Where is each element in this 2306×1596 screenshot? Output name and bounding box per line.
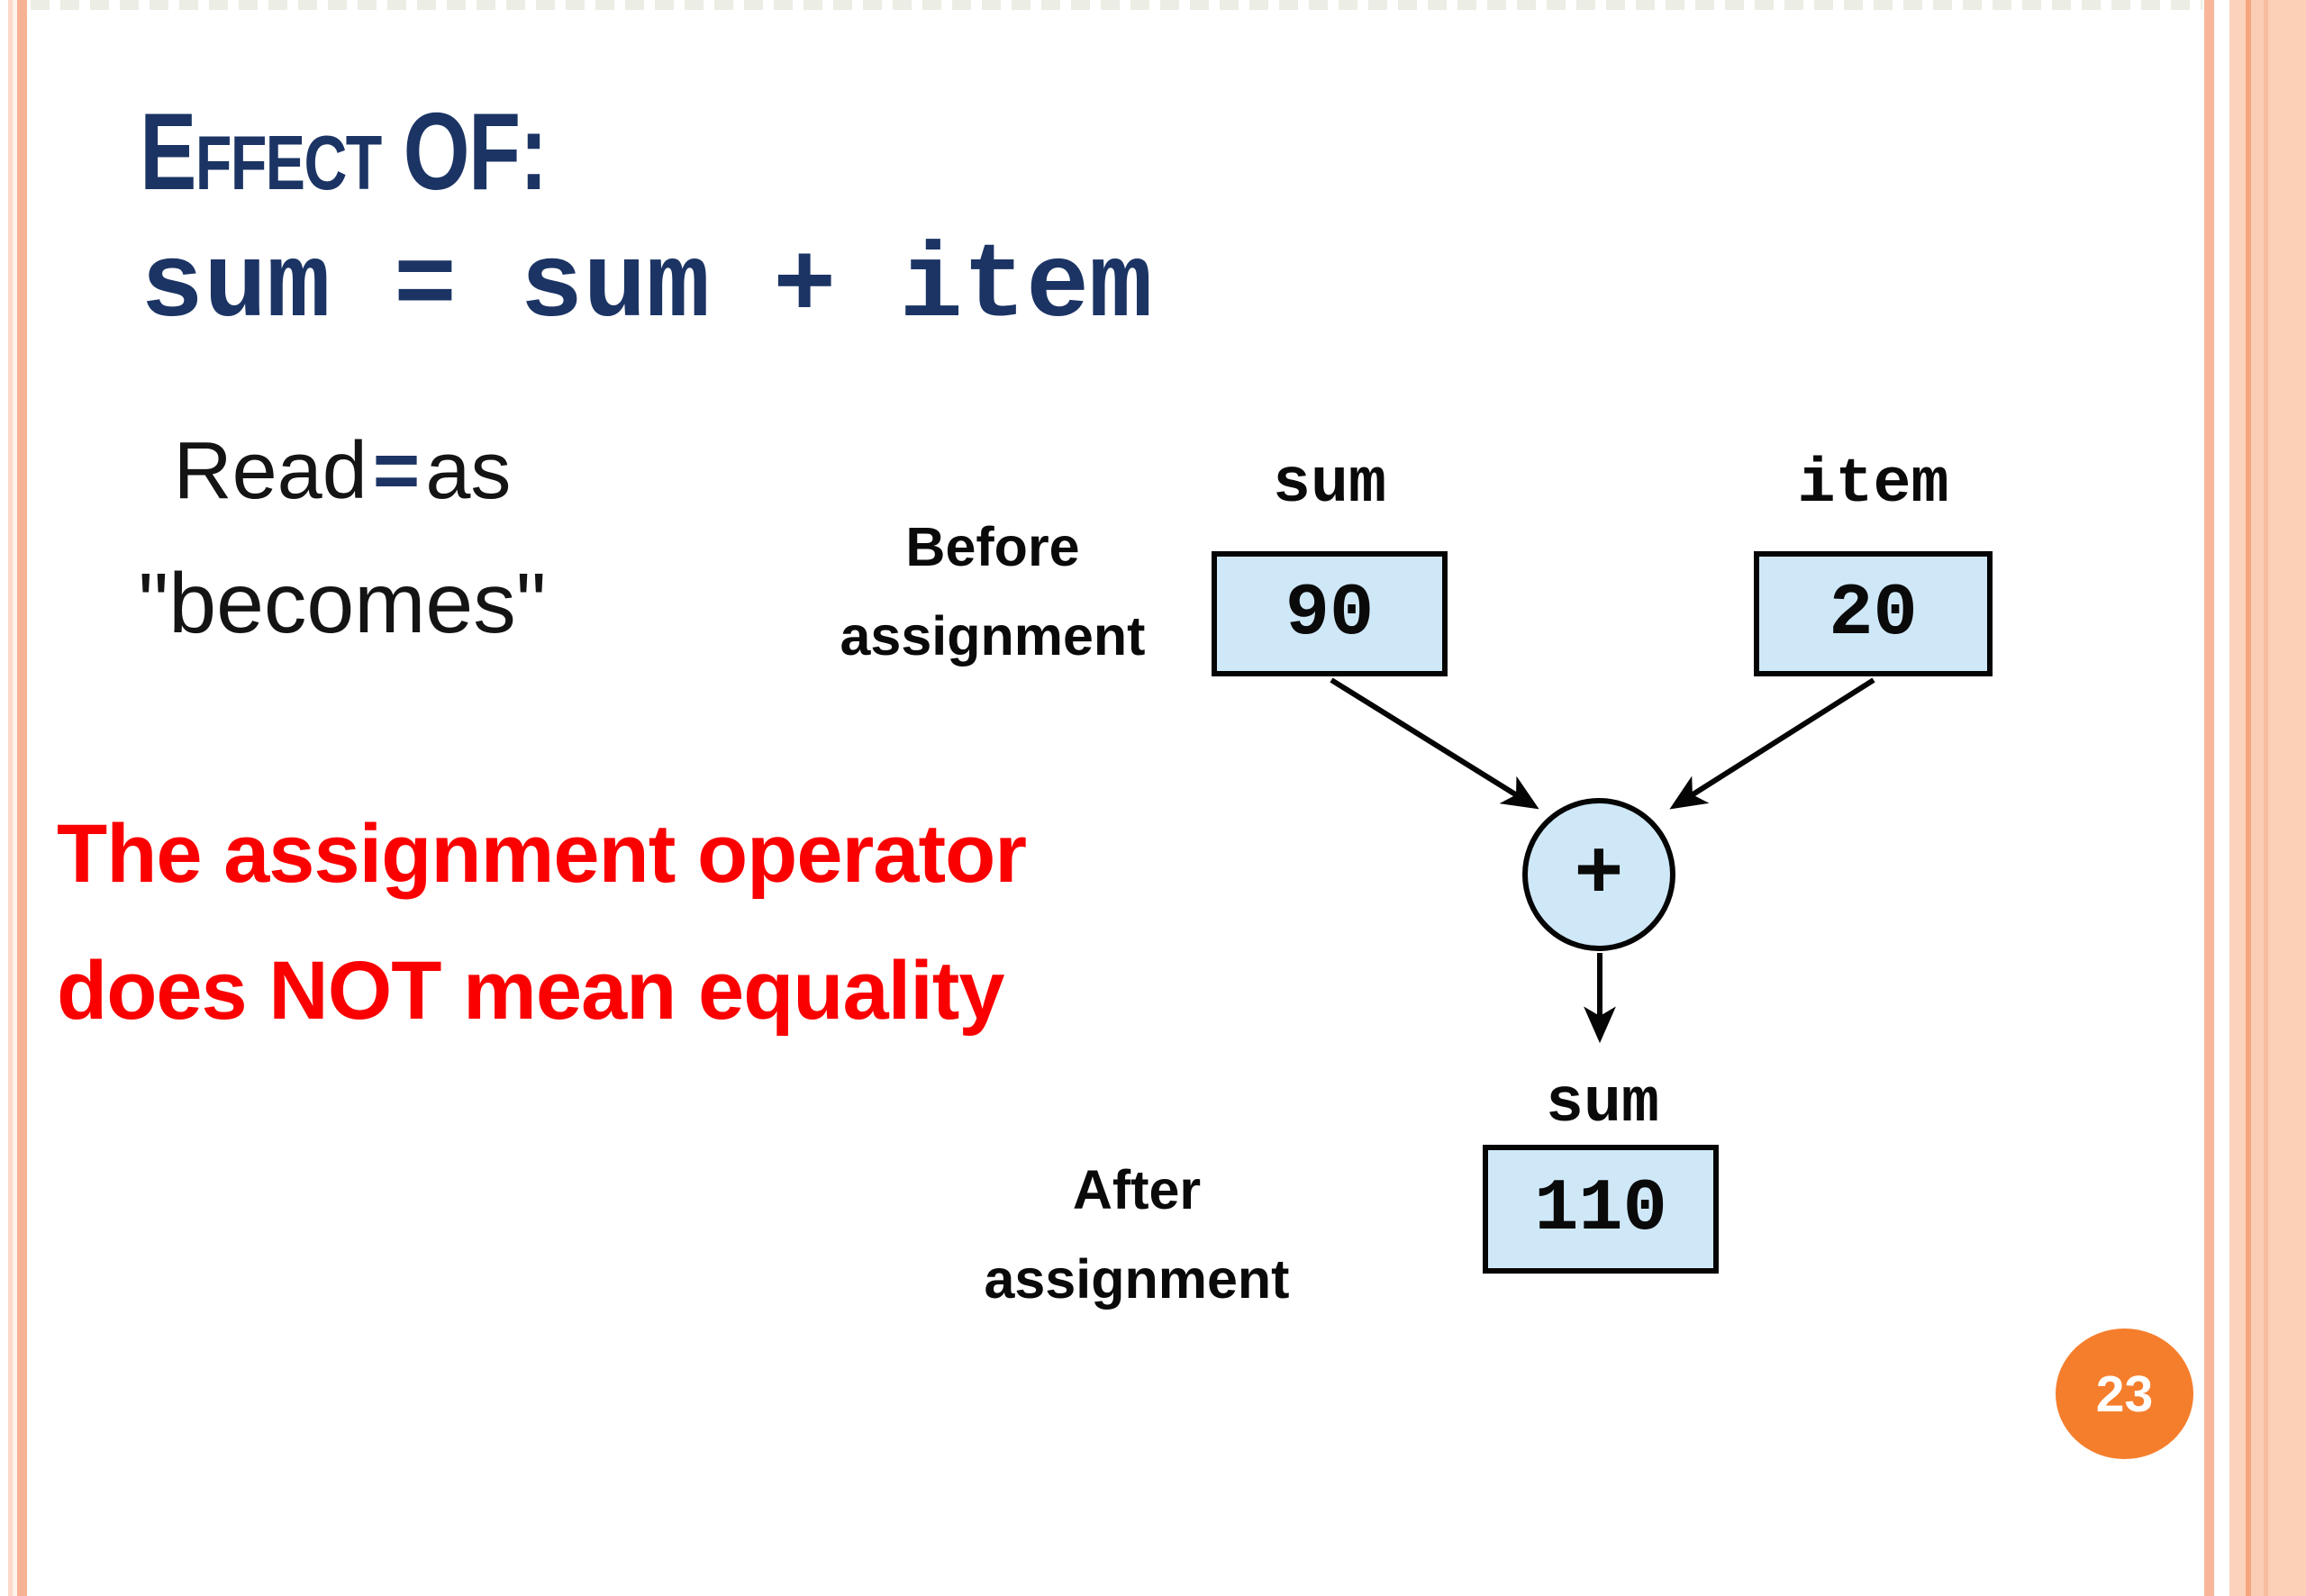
after-label-line-1: After bbox=[1072, 1159, 1202, 1220]
right-border-stripes bbox=[2204, 0, 2306, 1596]
sum-before-value-box: 90 bbox=[1212, 551, 1448, 676]
sum-before-value: 90 bbox=[1285, 572, 1375, 656]
top-edge-dashes bbox=[31, 0, 2202, 10]
warning-line-2: does NOT mean equality bbox=[57, 945, 1005, 1037]
becomes-text: "becomes" bbox=[138, 556, 547, 651]
page-number: 23 bbox=[2095, 1365, 2154, 1423]
after-assignment-label: After assignment bbox=[957, 1146, 1317, 1324]
item-value: 20 bbox=[1829, 572, 1918, 656]
sum-before-variable-label: sum bbox=[1272, 449, 1387, 521]
plus-sign: + bbox=[1574, 827, 1624, 922]
sum-after-value-box: 110 bbox=[1483, 1145, 1719, 1274]
slide-title: Effect OF: bbox=[140, 90, 548, 213]
before-assignment-label: Before assignment bbox=[813, 503, 1173, 681]
warning-line-1: The assignment operator bbox=[57, 808, 1027, 900]
sum-to-plus-arrow bbox=[1330, 677, 1539, 810]
warning-text: The assignment operator does NOT mean eq… bbox=[57, 785, 1138, 1059]
plus-operator-node: + bbox=[1522, 798, 1675, 951]
as-word: as bbox=[425, 426, 512, 516]
read-word: Read bbox=[173, 426, 368, 516]
item-to-plus-arrow bbox=[1669, 677, 1875, 810]
sum-after-value: 110 bbox=[1534, 1167, 1667, 1251]
item-variable-label: item bbox=[1797, 449, 1949, 521]
before-label-line-2: assignment bbox=[840, 605, 1146, 667]
after-label-line-2: assignment bbox=[984, 1248, 1290, 1310]
left-border-stripes bbox=[0, 0, 29, 1596]
before-label-line-1: Before bbox=[905, 516, 1080, 577]
page-number-badge: 23 bbox=[2056, 1328, 2193, 1459]
code-statement: sum = sum + item bbox=[141, 229, 1153, 348]
item-value-box: 20 bbox=[1754, 551, 1993, 676]
sum-after-variable-label: sum bbox=[1545, 1069, 1660, 1140]
read-as-text: Read=as bbox=[81, 425, 604, 519]
equals-sign: = bbox=[372, 426, 421, 516]
